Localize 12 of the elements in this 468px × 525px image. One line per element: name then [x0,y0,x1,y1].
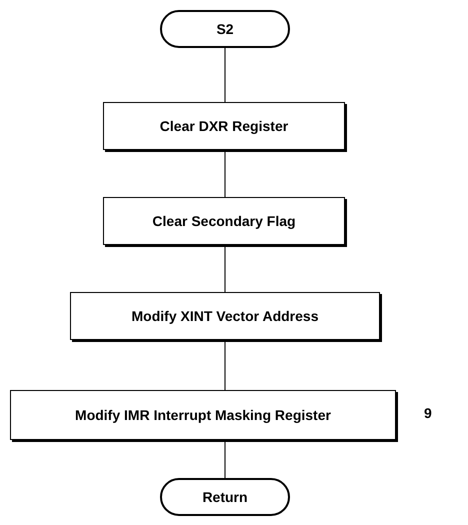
connector-line [224,340,226,390]
process-box: Clear Secondary Flag [103,197,345,245]
terminal-shape: S2 [160,10,290,48]
connector-line [224,440,226,478]
process-box: Clear DXR Register [103,102,345,150]
callout-number: 9 [424,405,432,421]
process-box: Modify IMR Interrupt Masking Register [10,390,396,440]
terminal-shape: Return [160,478,290,516]
connector-line [224,150,226,198]
connector-line [224,48,226,102]
process-box: Modify XINT Vector Address [70,292,380,340]
connector-line [224,244,226,292]
